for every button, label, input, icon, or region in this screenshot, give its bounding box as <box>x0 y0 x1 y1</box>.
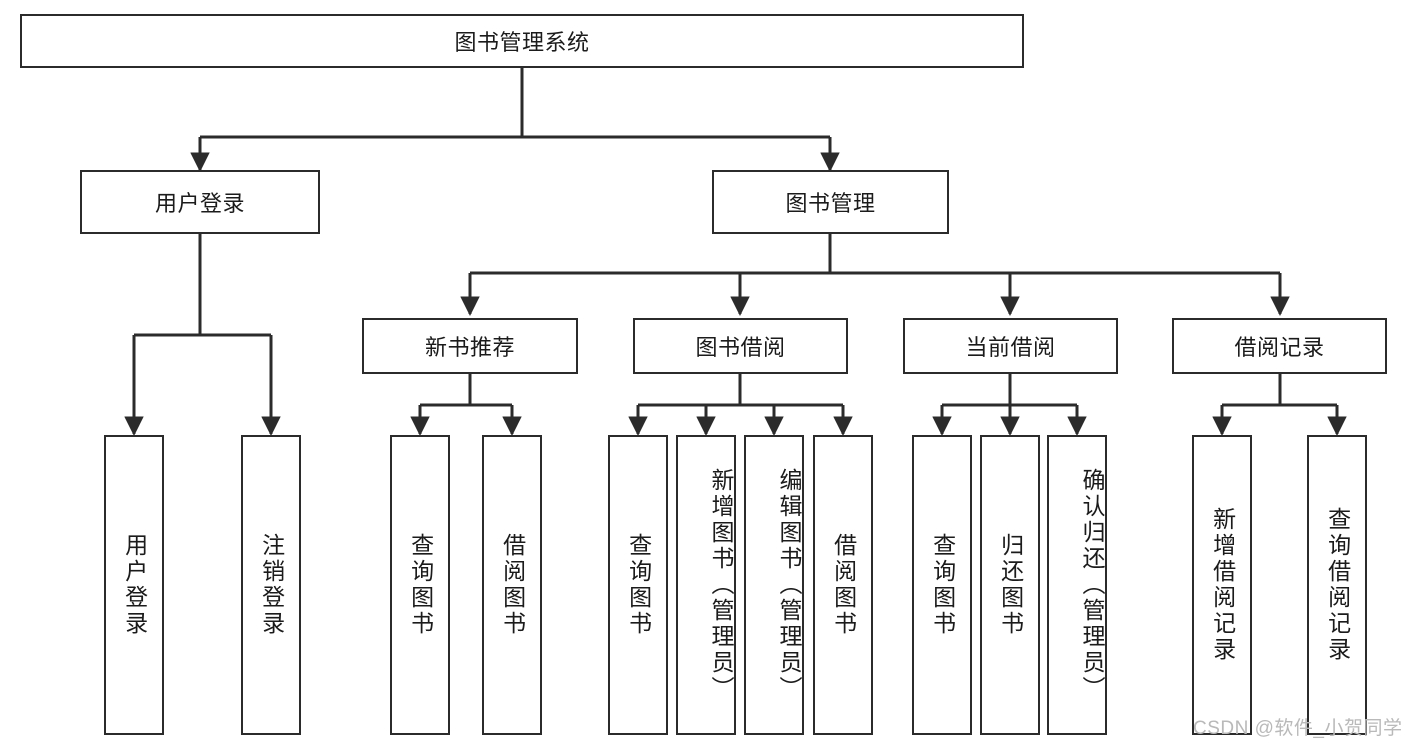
node-leaf-query-book-borrow[interactable]: 查询图书 <box>608 435 668 735</box>
node-leaf-edit-book-admin[interactable]: 编辑图书（管理员） <box>744 435 804 735</box>
node-leaf-borrow-book-newbook[interactable]: 借阅图书 <box>482 435 542 735</box>
node-leaf-add-book-admin[interactable]: 新增图书（管理员） <box>676 435 736 735</box>
node-leaf-user-login[interactable]: 用户登录 <box>104 435 164 735</box>
node-leaf-borrow-book[interactable]: 借阅图书 <box>813 435 873 735</box>
node-new-book-recommend[interactable]: 新书推荐 <box>362 318 578 374</box>
node-leaf-confirm-return-admin[interactable]: 确认归还（管理员） <box>1047 435 1107 735</box>
node-leaf-return-book[interactable]: 归还图书 <box>980 435 1040 735</box>
node-leaf-query-book-newbook[interactable]: 查询图书 <box>390 435 450 735</box>
node-leaf-query-borrow-record[interactable]: 查询借阅记录 <box>1307 435 1367 735</box>
node-current-borrow[interactable]: 当前借阅 <box>903 318 1118 374</box>
watermark-credit: CSDN @软件_小贺同学 <box>1193 718 1403 739</box>
node-leaf-query-book-current[interactable]: 查询图书 <box>912 435 972 735</box>
node-leaf-add-borrow-record[interactable]: 新增借阅记录 <box>1192 435 1252 735</box>
node-borrow-record[interactable]: 借阅记录 <box>1172 318 1387 374</box>
node-root-system[interactable]: 图书管理系统 <box>20 14 1024 68</box>
node-leaf-user-logout[interactable]: 注销登录 <box>241 435 301 735</box>
node-book-borrow[interactable]: 图书借阅 <box>633 318 848 374</box>
node-user-login[interactable]: 用户登录 <box>80 170 320 234</box>
node-book-management[interactable]: 图书管理 <box>712 170 949 234</box>
